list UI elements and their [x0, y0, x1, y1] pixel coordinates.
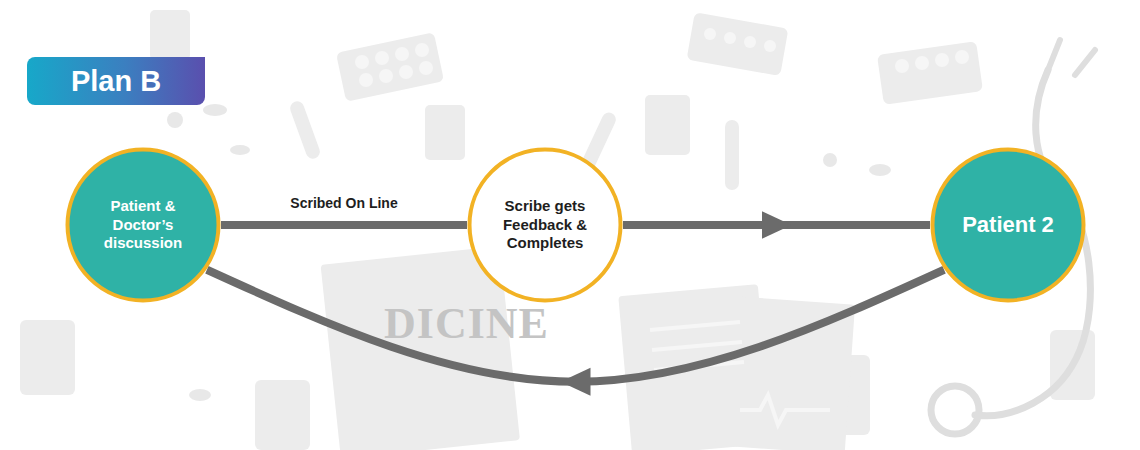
pill-blister: [687, 12, 789, 76]
pill-bottle: [645, 95, 690, 155]
circle-shape: [68, 150, 219, 301]
connector: [221, 221, 467, 229]
teal-circle: Patient 2: [930, 147, 1086, 303]
node-label: Patient & Doctor’s discussion: [97, 197, 189, 253]
watermark-text: DICINE: [384, 298, 549, 349]
teal-circle: Patient & Doctor’s discussion: [65, 147, 221, 303]
text-holder: Patient & Doctor’s discussion: [97, 197, 189, 253]
pill-bottle: [425, 105, 465, 160]
title-badge: Plan B: [27, 57, 205, 105]
circle-shape: [933, 150, 1084, 301]
pill-blister: [877, 41, 983, 104]
connector-label: Scribed On Line: [290, 195, 397, 211]
stethoscope: [931, 40, 1095, 434]
pill-bottle: [255, 380, 310, 450]
pill-holes: [355, 28, 969, 87]
pill-bottle: [20, 320, 75, 395]
node-label: Patient 2: [962, 211, 1054, 239]
pill-blister: [336, 32, 444, 102]
pill-bottle: [150, 10, 190, 60]
white-circle: Scribe gets Feedback & Completes: [467, 147, 623, 303]
background-props: [20, 10, 1095, 450]
circle-shape: [470, 150, 621, 301]
loose-pills: [167, 104, 891, 401]
connector: [623, 221, 930, 229]
text-holder: Scribe gets Feedback & Completes: [495, 197, 595, 253]
test-tube: [725, 120, 739, 190]
text-holder: Patient 2: [962, 211, 1054, 239]
node-label: Scribe gets Feedback & Completes: [495, 197, 595, 253]
test-tube: [288, 99, 322, 160]
